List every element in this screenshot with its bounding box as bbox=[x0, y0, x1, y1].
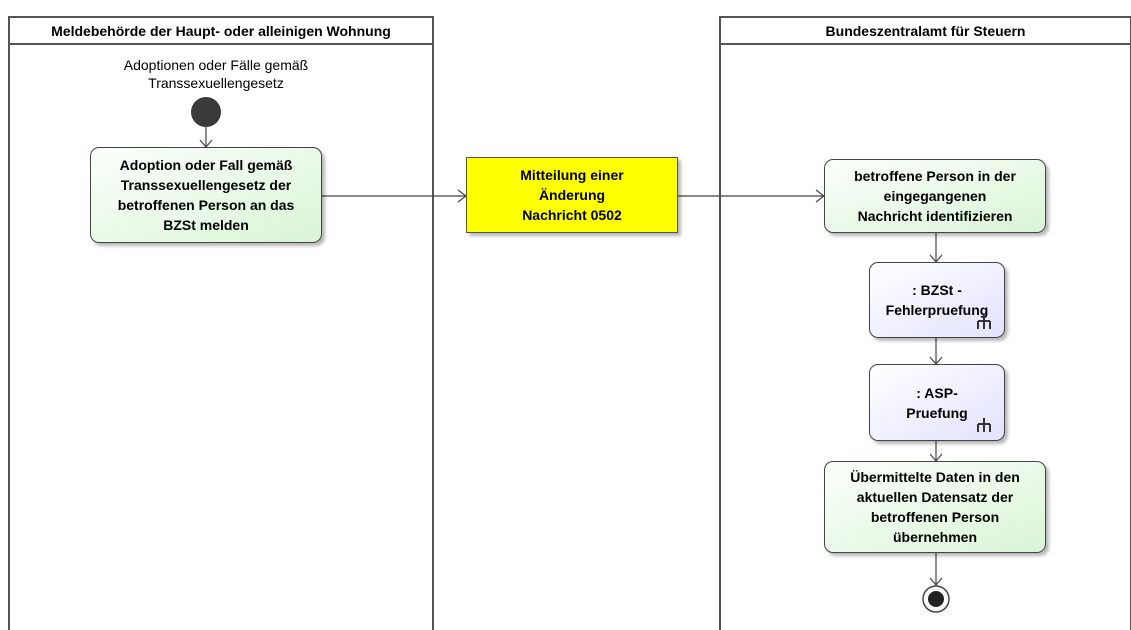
call-bzst-fehlerpruefung: : BZSt - Fehlerpruefung bbox=[869, 262, 1005, 338]
action-apply-data: Übermittelte Daten in den aktuellen Date… bbox=[824, 461, 1046, 553]
swimlane-header-left: Meldebehörde der Haupt- oder alleinigen … bbox=[10, 18, 432, 45]
arrowhead-message bbox=[457, 189, 467, 203]
object-message-0502: Mitteilung einer Änderung Nachricht 0502 bbox=[466, 157, 678, 233]
call-asp-pruefung-label: : ASP- Pruefung bbox=[906, 384, 968, 421]
call-bzst-fehlerpruefung-label: : BZSt - Fehlerpruefung bbox=[885, 282, 989, 318]
call-asp-pruefung: : ASP- Pruefung bbox=[869, 364, 1005, 441]
swimlane-meldebehoerde: Meldebehörde der Haupt- oder alleinigen … bbox=[8, 16, 434, 630]
call-behavior-icon bbox=[977, 315, 991, 329]
action-identify-person: betroffene Person in der eingegangenen N… bbox=[824, 159, 1046, 233]
call-behavior-icon bbox=[977, 418, 991, 432]
swimlane-header-right: Bundeszentralamt für Steuern bbox=[721, 18, 1130, 45]
action-report-adoption: Adoption oder Fall gemäß Transsexuelleng… bbox=[90, 147, 322, 243]
start-label: Adoptionen oder Fälle gemäß Transsexuell… bbox=[123, 57, 309, 91]
